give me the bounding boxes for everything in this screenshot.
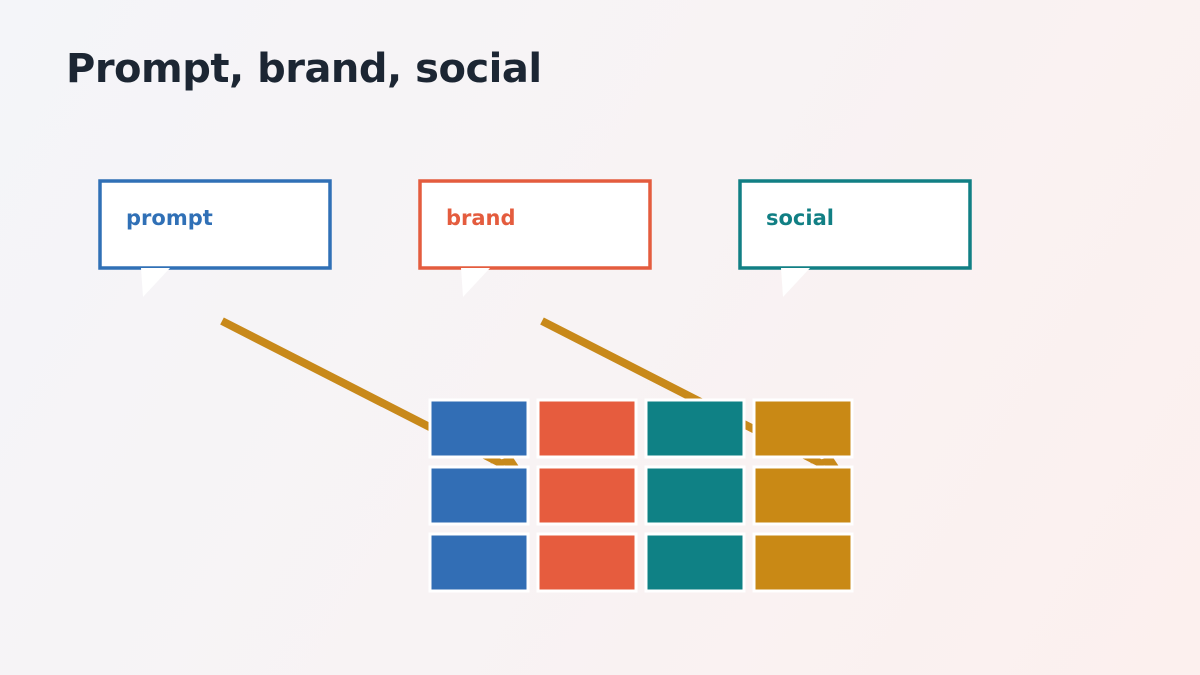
bubble-brand: brand [418, 179, 652, 297]
grid-cell-r1-c3 [644, 398, 746, 459]
bubble-social-label: social [766, 206, 834, 230]
page-title: Prompt, brand, social [66, 46, 542, 92]
connector-brand-arrowhead [810, 456, 840, 468]
grid-cell-r3-c2 [536, 532, 638, 593]
grid-cell-r1-c2 [536, 398, 638, 459]
grid-cell-r2-c1 [428, 465, 530, 526]
color-grid [428, 398, 854, 593]
grid-cell-r1-c1 [428, 398, 530, 459]
bubble-social: social [738, 179, 972, 297]
bubble-brand-tail [461, 268, 490, 297]
bubble-social-box [738, 179, 972, 270]
bubble-prompt-box [98, 179, 332, 270]
grid-cell-r1-c4 [752, 398, 854, 459]
connectors [220, 317, 840, 469]
bubble-social-tail [781, 268, 810, 297]
grid-cell-r3-c3 [644, 532, 746, 593]
connector-prompt-arrowhead [490, 456, 520, 468]
bubble-prompt: prompt [98, 179, 332, 297]
grid-cell-r3-c4 [752, 532, 854, 593]
grid-cell-r2-c2 [536, 465, 638, 526]
bubble-prompt-label: prompt [126, 206, 213, 230]
grid-cell-r2-c3 [644, 465, 746, 526]
grid-cell-r2-c4 [752, 465, 854, 526]
bubble-brand-box [418, 179, 652, 270]
bubble-prompt-tail [141, 268, 170, 297]
bubble-brand-label: brand [446, 206, 516, 230]
grid-cell-r3-c1 [428, 532, 530, 593]
